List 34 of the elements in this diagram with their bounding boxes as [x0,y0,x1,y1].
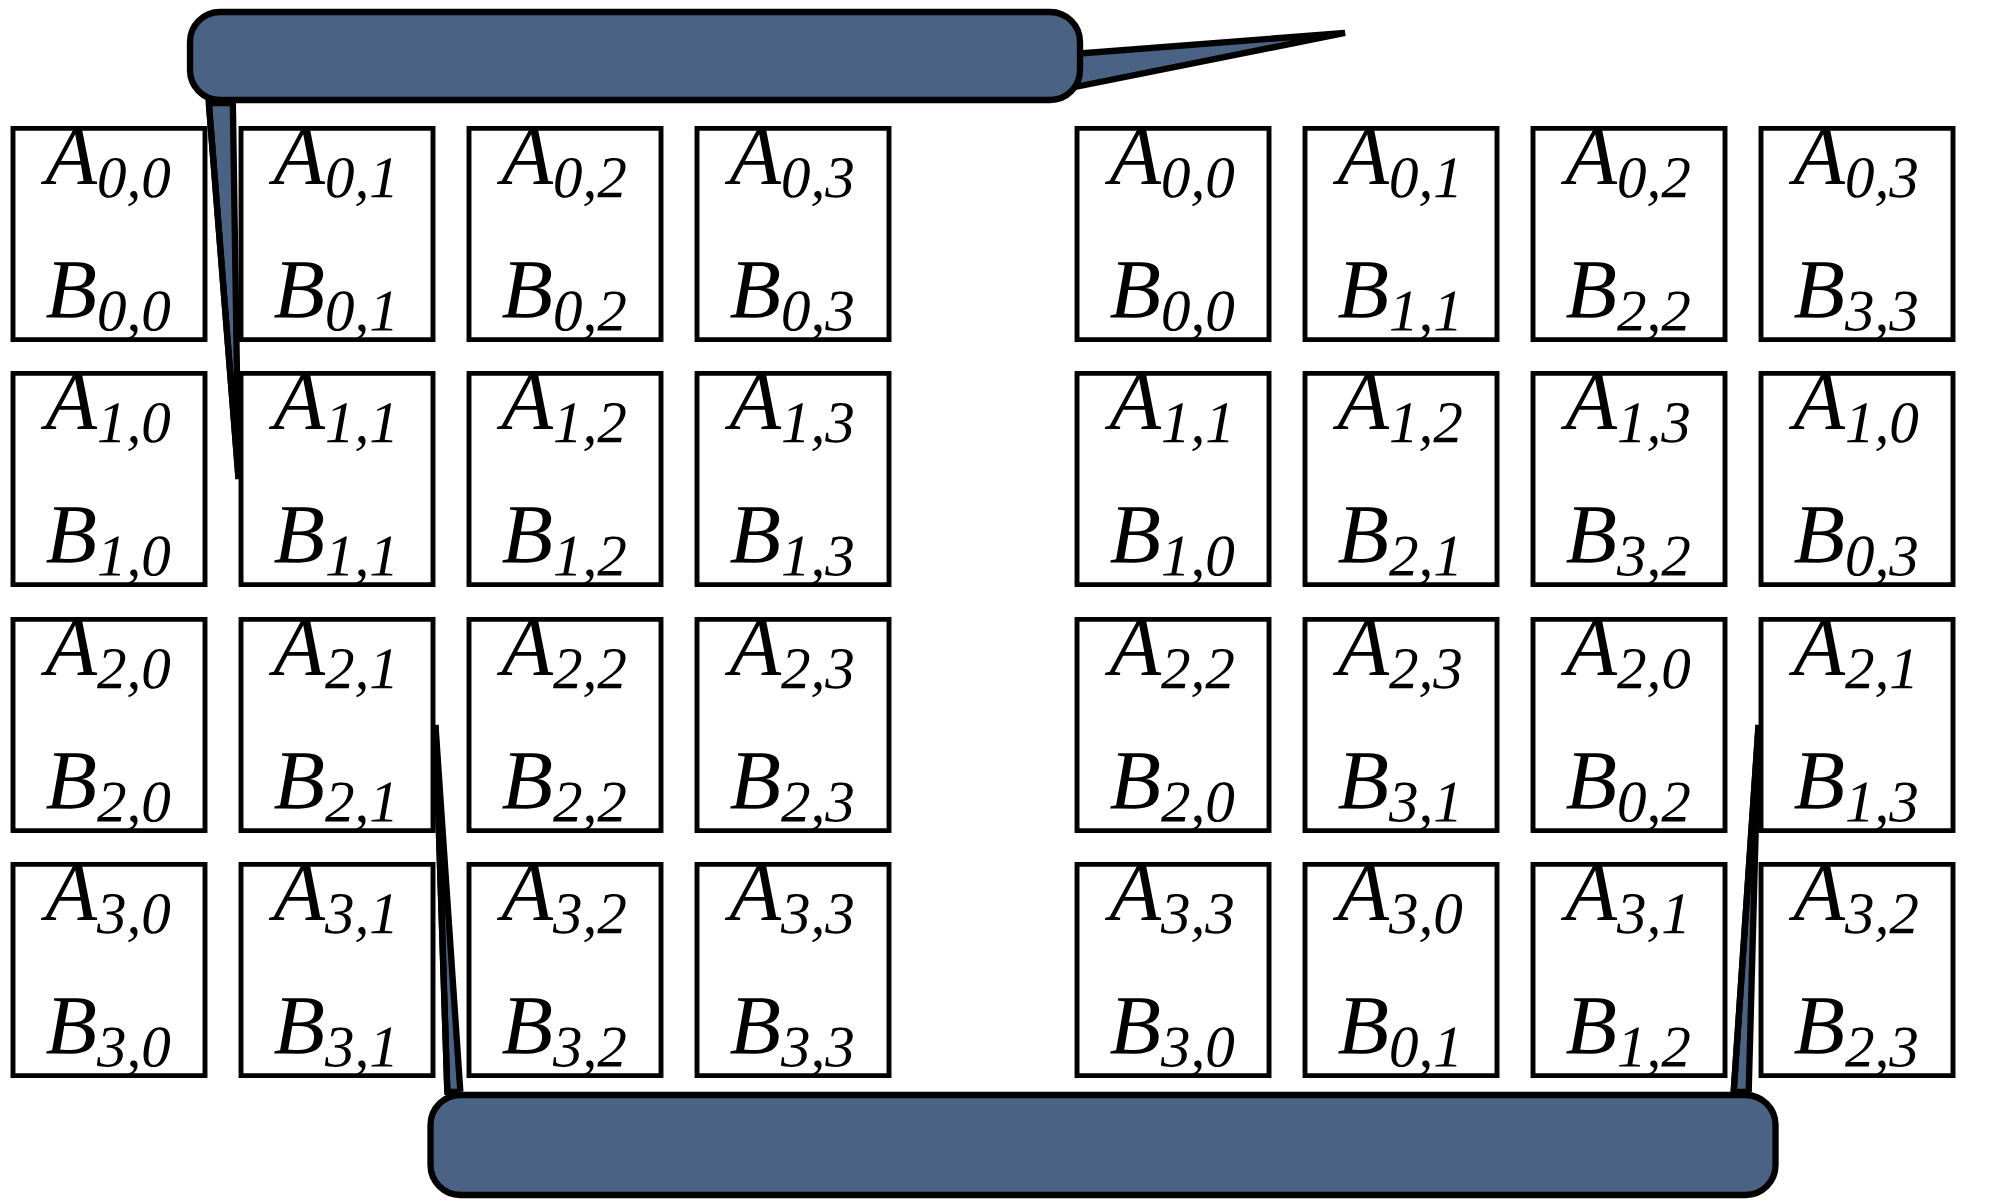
matrix-block: A$_{2,1}$ B$_{1,3}$ [1758,616,1956,834]
matrix-block: A$_{0,3}$ B$_{0,3}$ [694,125,892,343]
callout-bubble [427,1091,1779,1199]
matrix-block: A$_{0,1}$ B$_{0,1}$ [238,125,436,343]
matrix-block: A$_{3,0}$ B$_{3,0}$ [10,861,208,1079]
matrix-block: A$_{1,3}$ B$_{1,3}$ [694,370,892,588]
matrix-block: A$_{0,2}$ B$_{2,2}$ [1530,125,1728,343]
matrix-block: A$_{1,0}$ B$_{0,3}$ [1758,370,1956,588]
matrix-block: A$_{3,1}$ B$_{3,1}$ [238,861,436,1079]
matrix-block: A$_{1,2}$ B$_{1,2}$ [466,370,664,588]
matrix-block: A$_{2,2}$ B$_{2,2}$ [466,616,664,834]
matrix-block: A$_{1,2}$ B$_{2,1}$ [1302,370,1500,588]
matrix-block: A$_{3,3}$ B$_{3,0}$ [1074,861,1272,1079]
matrix-block: A$_{3,0}$ B$_{0,1}$ [1302,861,1500,1079]
matrix-block: A$_{3,3}$ B$_{3,3}$ [694,861,892,1079]
matrix-block: A$_{2,0}$ B$_{0,2}$ [1530,616,1728,834]
matrix-block: A$_{1,1}$ B$_{1,0}$ [1074,370,1272,588]
matrix-block: A$_{2,3}$ B$_{2,3}$ [694,616,892,834]
matrix-block: A$_{3,2}$ B$_{3,2}$ [466,861,664,1079]
matrix-block: A$_{0,0}$ B$_{0,0}$ [10,125,208,343]
matrix-block: A$_{2,2}$ B$_{2,0}$ [1074,616,1272,834]
matrix-block: A$_{2,0}$ B$_{2,0}$ [10,616,208,834]
matrix-block: A$_{0,3}$ B$_{3,3}$ [1758,125,1956,343]
matrix-block: A$_{1,1}$ B$_{1,1}$ [238,370,436,588]
matrix-block: A$_{0,0}$ B$_{0,0}$ [1074,125,1272,343]
matrix-block: A$_{1,3}$ B$_{3,2}$ [1530,370,1728,588]
matrix-block: A$_{1,0}$ B$_{1,0}$ [10,370,208,588]
matrix-block: A$_{3,1}$ B$_{1,2}$ [1530,861,1728,1079]
matrix-block: A$_{0,1}$ B$_{1,1}$ [1302,125,1500,343]
matrix-block: A$_{0,2}$ B$_{0,2}$ [466,125,664,343]
matrix-block: A$_{3,2}$ B$_{2,3}$ [1758,861,1956,1079]
matrix-block: A$_{2,3}$ B$_{3,1}$ [1302,616,1500,834]
matrix-block: A$_{2,1}$ B$_{2,1}$ [238,616,436,834]
callout-bubble [186,8,1349,104]
